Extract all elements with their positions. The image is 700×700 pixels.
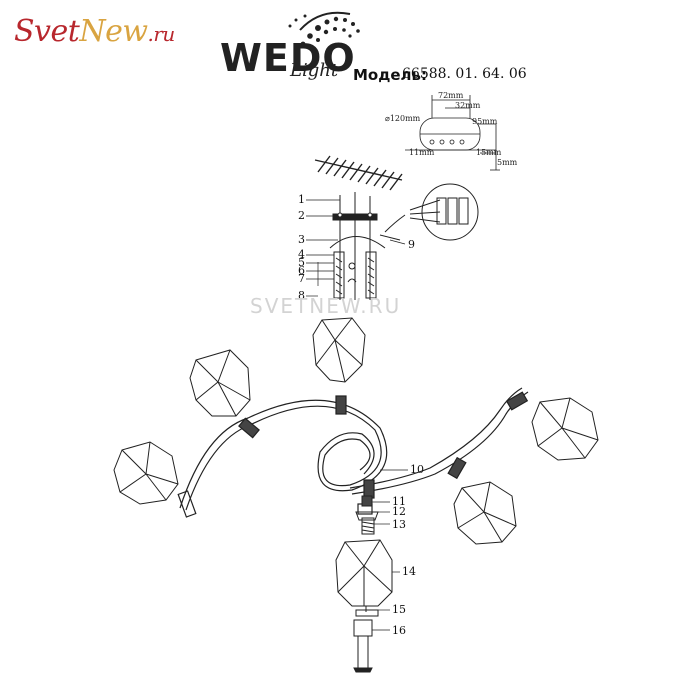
socket-parts	[353, 495, 379, 673]
callout-9: 9	[408, 238, 415, 251]
callout-leaders	[306, 199, 406, 297]
chandelier-arm	[177, 387, 529, 518]
callout-3: 3	[298, 233, 305, 246]
callout-6: 6	[298, 264, 305, 277]
site-logo-tld: .ru	[147, 22, 176, 46]
mounting-bracket	[329, 192, 406, 300]
callout-7: 7	[298, 272, 305, 285]
callout-16: 16	[392, 624, 406, 637]
dim-32: 32mm	[455, 101, 481, 110]
callout-14: 14	[402, 565, 416, 578]
model-number: 66588. 01. 64. 06	[402, 66, 527, 82]
callout-10: 10	[410, 463, 424, 476]
dim-5: 5mm	[497, 158, 518, 167]
ceiling-plate-icon	[314, 155, 403, 191]
callout-13: 13	[392, 518, 406, 531]
brand-logo: WEDO	[220, 36, 356, 80]
dim-11: 11mm	[409, 148, 435, 157]
site-logo: SvetNew.ru	[14, 14, 175, 49]
brand-swirl-icon	[288, 11, 360, 54]
dim-72: 72mm	[438, 91, 464, 100]
callout-5: 5	[298, 256, 305, 269]
mount-dimension-detail	[405, 95, 500, 171]
callout-2: 2	[298, 209, 305, 222]
dim-15: 15mm	[476, 148, 502, 157]
site-logo-part1: Svet	[14, 14, 80, 49]
right-callout-leaders	[372, 469, 408, 631]
callout-11: 11	[392, 495, 406, 508]
brand-logo-sub: Light	[290, 60, 339, 81]
site-logo-part2: New	[79, 14, 148, 49]
callout-12: 12	[392, 505, 406, 518]
callout-1: 1	[298, 193, 305, 206]
callout-8: 8	[298, 289, 305, 302]
glass-shade-icon	[113, 317, 599, 607]
callout-15: 15	[392, 603, 406, 616]
dim-95: 95mm	[472, 117, 498, 126]
wire-connector-icon	[379, 183, 479, 241]
model-label: Модель:	[353, 66, 427, 84]
dim-120: ⌀120mm	[385, 114, 421, 123]
callout-4: 4	[298, 248, 305, 261]
watermark: SVETNEW.RU	[250, 294, 402, 318]
